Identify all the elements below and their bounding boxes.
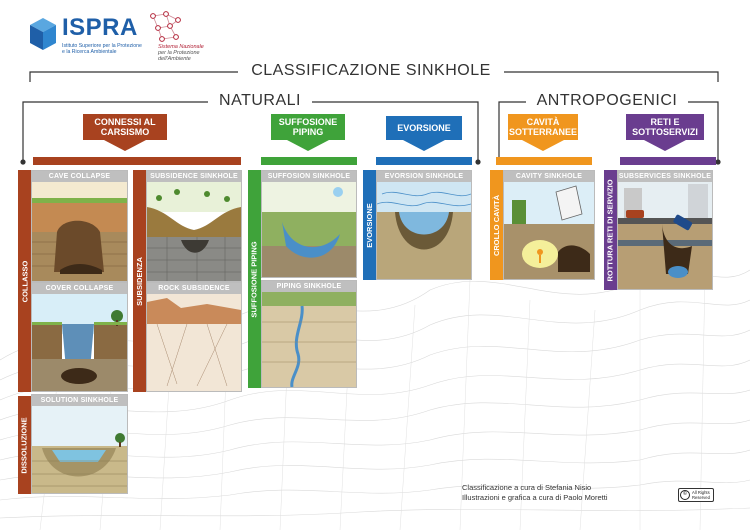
panel-rock-subsidence: ROCK SUBSIDENCE xyxy=(146,282,242,392)
rock-subsidence-illustration xyxy=(147,294,241,391)
network-molecule-icon xyxy=(150,11,181,42)
snpa-line-3: dell'Ambiente xyxy=(158,56,191,62)
category-reti: RETI E SOTTOSERVIZI xyxy=(626,114,704,140)
ispra-subtitle: Istituto Superiore per la Protezione e l… xyxy=(62,43,142,55)
subservices-sinkhole-illustration xyxy=(618,182,712,289)
cavity-sinkhole-illustration xyxy=(504,182,594,279)
panel-title: COVER COLLAPSE xyxy=(32,283,127,294)
side-label-subsidenza: SUBSIDENZA xyxy=(133,170,146,392)
panel-title: SOLUTION SINKHOLE xyxy=(32,395,127,406)
panel-title: EVORSION SINKHOLE xyxy=(377,171,471,182)
suffosion-sinkhole-illustration xyxy=(262,182,356,277)
ispra-logo: ISPRA Istituto Superiore per la Protezio… xyxy=(28,14,142,58)
panel-title: ROCK SUBSIDENCE xyxy=(147,283,241,294)
panel-subsidence-sinkhole: SUBSIDENCE SINKHOLE xyxy=(146,170,242,282)
panel-evorsion-sinkhole: EVORSION SINKHOLE xyxy=(376,170,472,280)
license-text: All Rights Reserved xyxy=(692,490,710,500)
panel-suffosion-sinkhole: SUFFOSION SINKHOLE xyxy=(261,170,357,278)
naturali-heading: NATURALI xyxy=(208,92,312,110)
evorsione-bar xyxy=(376,157,472,165)
category-evorsione: EVORSIONE xyxy=(386,116,462,140)
panel-title: SUBSERVICES SINKHOLE xyxy=(618,171,712,182)
suffosione-bar xyxy=(261,157,357,165)
panel-title: CAVITY SINKHOLE xyxy=(504,171,594,182)
carsismo-arrow-icon xyxy=(104,140,146,151)
subsidence-sinkhole-illustration xyxy=(147,182,241,281)
cover-collapse-illustration xyxy=(32,294,127,391)
solution-sinkhole-illustration xyxy=(32,406,127,493)
evorsione-arrow-icon xyxy=(403,140,445,151)
panel-title: SUBSIDENCE SINKHOLE xyxy=(147,171,241,182)
panel-title: SUFFOSION SINKHOLE xyxy=(262,171,356,182)
snpa-text: Sistema Nazionale per la Protezione dell… xyxy=(158,44,238,62)
evorsion-sinkhole-illustration xyxy=(377,182,471,279)
panel-piping-sinkhole: PIPING SINKHOLE xyxy=(261,280,357,388)
carsismo-bar xyxy=(33,157,241,165)
credits: Classificazione a cura di Stefania Nisio… xyxy=(462,483,608,503)
credits-line-1: Classificazione a cura di Stefania Nisio xyxy=(462,483,592,492)
cave-collapse-illustration xyxy=(32,182,127,281)
panel-title: CAVE COLLAPSE xyxy=(32,171,127,182)
category-suffosione: SUFFOSIONE PIPING xyxy=(271,114,345,140)
snpa-logo: Sistema Nazionale per la Protezione dell… xyxy=(146,10,236,62)
snpa-line-2: per la Protezione xyxy=(158,50,200,56)
panel-subservices-sinkhole: SUBSERVICES SINKHOLE xyxy=(617,170,713,290)
panel-title: PIPING SINKHOLE xyxy=(262,281,356,292)
cavita-bar xyxy=(496,157,592,165)
antropogenici-heading: ANTROPOGENICI xyxy=(526,92,688,110)
license-badge: © All Rights Reserved xyxy=(678,488,714,502)
credits-line-2: Illustrazioni e grafica a cura di Paolo … xyxy=(462,493,608,502)
ispra-wordmark: ISPRA xyxy=(62,14,138,41)
panel-cover-collapse: COVER COLLAPSE xyxy=(31,282,128,392)
cc-license-icon: © xyxy=(680,490,690,500)
category-carsismo: CONNESSI AL CARSISMO xyxy=(83,114,167,140)
side-label-collasso: COLLASSO xyxy=(18,170,31,392)
side-label-evorsione: EVORSIONE xyxy=(363,170,376,280)
main-heading: CLASSIFICAZIONE SINKHOLE xyxy=(238,62,504,80)
panel-cave-collapse: CAVE COLLAPSE xyxy=(31,170,128,282)
side-label-rottura-reti: ROTTURA RETI DI SERVIZIO xyxy=(604,170,617,290)
side-label-crollo-cavita: CROLLO CAVITÀ xyxy=(490,170,503,280)
reti-bar xyxy=(620,157,716,165)
panel-solution-sinkhole: SOLUTION SINKHOLE xyxy=(31,394,128,494)
side-label-dissoluzione: DISSOLUZIONE xyxy=(18,396,31,494)
suffosione-arrow-icon xyxy=(287,140,329,151)
ispra-cube-icon xyxy=(30,18,56,50)
cavita-arrow-icon xyxy=(522,140,564,151)
piping-sinkhole-illustration xyxy=(262,292,356,387)
side-label-suffosione-piping: SUFFOSIONE PIPING xyxy=(248,170,261,388)
category-cavita: CAVITÀ SOTTERRANEE xyxy=(508,114,578,140)
snpa-line-1: Sistema Nazionale xyxy=(158,44,204,50)
reti-arrow-icon xyxy=(644,140,686,151)
panel-cavity-sinkhole: CAVITY SINKHOLE xyxy=(503,170,595,280)
